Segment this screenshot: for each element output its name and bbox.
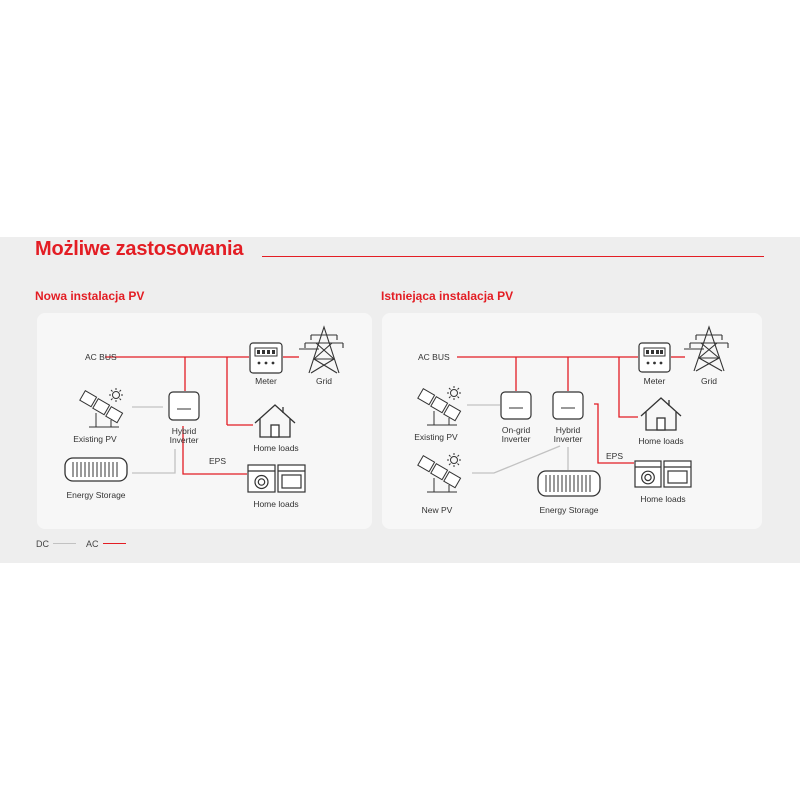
right-eps-label: EPS [606,451,624,461]
sun-icon [109,388,123,402]
left-eps-loads-label: Home loads [253,499,299,509]
left-diagram-panel: AC BUS Meter Grid Existing PV Hybrid Inv… [37,313,372,529]
right-dc-wiring [467,404,569,474]
pylon-icon [684,325,729,372]
right-storage-label: Energy Storage [539,505,599,515]
right-home-line [618,357,638,418]
left-hybrid-label-2: Inverter [169,435,199,445]
right-existing-pv-label: Existing PV [414,432,458,442]
right-ongrid-label-1: On-grid [501,425,531,435]
title-divider [262,256,764,257]
left-grid-label: Grid [315,376,333,386]
right-new-pv-label: New PV [421,505,453,515]
pylon-icon [299,325,344,374]
left-eps-label: EPS [209,456,227,466]
right-meter-label: Meter [643,376,666,386]
legend-dc-swatch [53,543,76,545]
left-ac-wiring [105,356,299,475]
inverter-icon [552,391,584,420]
right-grid-label: Grid [700,376,718,386]
house-icon [254,404,296,438]
left-hybrid-label-1: Hybrid [171,426,197,436]
right-diagram-panel: AC BUS Meter Grid Existing PV On-grid In… [382,313,762,529]
oven-icon [663,460,692,488]
left-eps-line [182,426,247,475]
right-panel-title: Istniejąca instalacja PV [381,289,514,303]
right-hybrid-label-1: Hybrid [555,425,581,435]
right-ongrid-label-2: Inverter [501,434,531,444]
left-meter-label: Meter [255,376,277,386]
inverter-icon [500,391,532,420]
left-storage-label: Energy Storage [66,490,126,500]
solar-panel-icon [417,454,462,493]
sun-icon [447,386,461,400]
left-dc-wiring [132,406,176,474]
battery-icon [64,457,128,482]
left-home-loads-label: Home loads [253,443,299,453]
right-eps-loads-label: Home loads [640,494,686,504]
right-eps-line [594,403,634,464]
inverter-icon [168,391,200,421]
solar-panel-icon [417,387,462,426]
washing-machine-icon [634,460,662,488]
washing-machine-icon [247,464,276,493]
page-title: Możliwe zastosowania [35,238,244,260]
left-storage-dc-line [132,449,176,474]
battery-icon [537,470,601,497]
legend-ac-swatch [102,543,126,545]
left-diagram [64,325,344,493]
right-home-loads-label: Home loads [638,436,684,446]
house-icon [640,397,682,431]
legend-dc-label: DC [36,538,49,549]
right-diagram [417,325,729,497]
solar-panel-icon [79,389,124,428]
meter-icon [249,342,283,374]
right-hybrid-label-2: Inverter [553,434,583,444]
oven-icon [277,464,306,493]
left-ac-bus-label: AC BUS [85,352,117,362]
legend-ac-label: AC [86,538,99,549]
left-panel-title: Nowa instalacja PV [35,289,145,303]
sun-icon [447,453,461,467]
meter-icon [638,342,671,373]
legend: DC AC [36,538,136,549]
right-ac-wiring [457,356,685,464]
left-existing-pv-label: Existing PV [73,434,117,444]
right-ac-bus-label: AC BUS [418,352,450,362]
right-new-pv-dc-line [472,445,561,474]
